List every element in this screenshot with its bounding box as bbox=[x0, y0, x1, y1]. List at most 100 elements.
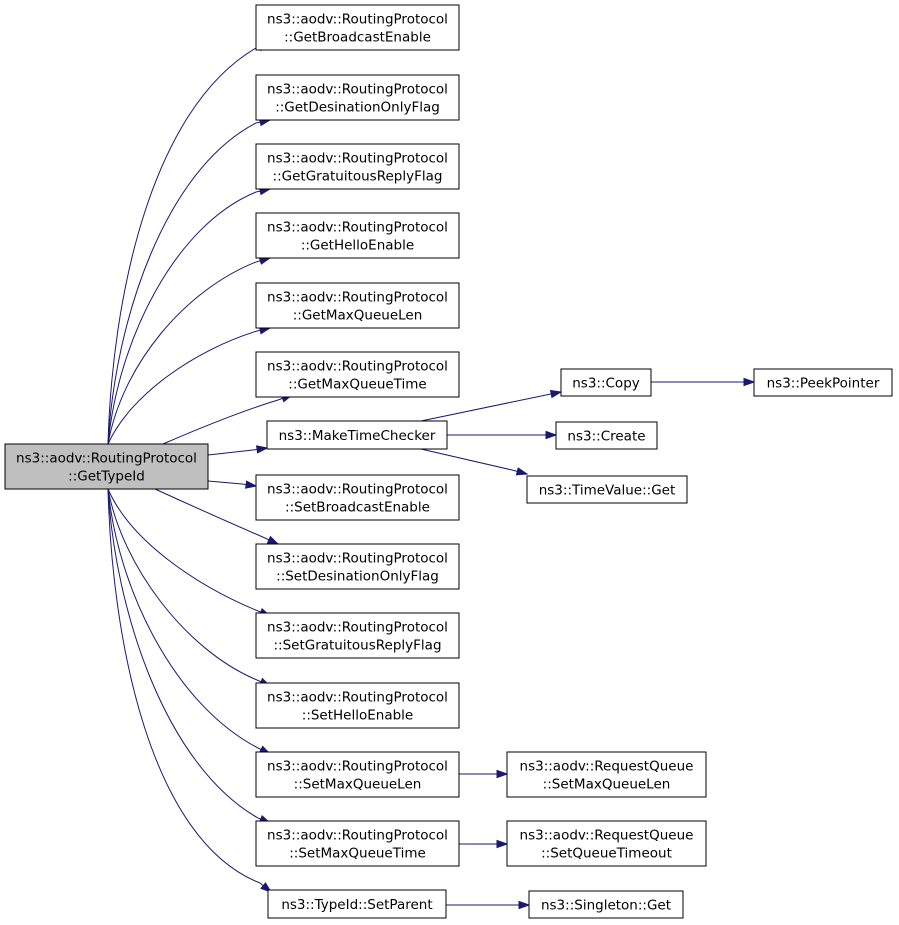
node-box bbox=[267, 889, 447, 919]
edge-root-to-n13 bbox=[107, 488, 272, 824]
edge-line bbox=[107, 47, 257, 445]
node-label: ns3::aodv::RoutingProtocol bbox=[267, 290, 448, 306]
function-node[interactable]: ns3::aodv::RoutingProtocol::SetHelloEnab… bbox=[255, 682, 460, 729]
edge-root-to-n10 bbox=[107, 488, 272, 617]
node-box bbox=[255, 212, 460, 259]
function-node[interactable]: ns3::aodv::RoutingProtocol::GetHelloEnab… bbox=[255, 212, 460, 259]
node-label: ns3::TimeValue::Get bbox=[539, 483, 676, 499]
node-label: ns3::aodv::RoutingProtocol bbox=[267, 551, 448, 567]
function-node[interactable]: ns3::aodv::RoutingProtocol::SetBroadcast… bbox=[255, 474, 460, 521]
node-box bbox=[528, 890, 684, 919]
function-node[interactable]: ns3::MakeTimeChecker bbox=[266, 420, 448, 450]
function-node[interactable]: ns3::aodv::RoutingProtocol::GetBroadcast… bbox=[255, 4, 460, 51]
node-box bbox=[506, 820, 707, 867]
edge-root-to-n4 bbox=[107, 256, 272, 445]
node-label: ::GetMaxQueueTime bbox=[288, 377, 426, 393]
edge-line-tail bbox=[241, 483, 257, 487]
node-label: ns3::aodv::RoutingProtocol bbox=[267, 12, 448, 28]
function-node[interactable]: ns3::aodv::RoutingProtocol::GetMaxQueueL… bbox=[255, 282, 460, 329]
node-label: ns3::aodv::RoutingProtocol bbox=[267, 220, 448, 236]
node-box bbox=[4, 443, 209, 490]
edge-root-to-n2 bbox=[107, 118, 272, 445]
node-box bbox=[506, 751, 707, 798]
node-label: ::SetMaxQueueTime bbox=[289, 846, 426, 862]
function-node[interactable]: ns3::aodv::RequestQueue::SetMaxQueueLen bbox=[506, 751, 707, 798]
edge-line bbox=[107, 488, 258, 681]
edge-line bbox=[107, 122, 257, 445]
edge-root-to-n1 bbox=[107, 43, 272, 445]
node-label: ::SetMaxQueueLen bbox=[543, 777, 671, 793]
function-node[interactable]: ns3::aodv::RoutingProtocol::GetMaxQueueT… bbox=[255, 351, 460, 398]
function-node[interactable]: ns3::aodv::RoutingProtocol::GetDesinatio… bbox=[255, 74, 460, 121]
function-node[interactable]: ns3::aodv::RoutingProtocol::SetMaxQueueL… bbox=[255, 751, 460, 798]
function-node[interactable]: ns3::PeekPointer bbox=[753, 368, 893, 397]
edge-line bbox=[420, 394, 547, 422]
node-label: ns3::Create bbox=[567, 429, 645, 445]
node-label: ns3::PeekPointer bbox=[767, 376, 880, 392]
edge-root-to-n8 bbox=[207, 480, 258, 489]
edge-line-tail bbox=[252, 447, 268, 451]
edge-line bbox=[107, 488, 259, 749]
edge-line bbox=[420, 448, 513, 471]
node-box bbox=[560, 368, 652, 397]
function-node[interactable]: ns3::Copy bbox=[560, 368, 652, 397]
node-box bbox=[255, 74, 460, 121]
node-label: ::SetQueueTimeout bbox=[541, 846, 672, 862]
edge-line bbox=[162, 399, 279, 445]
function-node[interactable]: ns3::aodv::RoutingProtocol::GetGratuitou… bbox=[255, 143, 460, 190]
node-box bbox=[255, 474, 460, 521]
node-box bbox=[255, 282, 460, 329]
node-label: ::SetMaxQueueLen bbox=[294, 777, 422, 793]
edge-line-tail bbox=[511, 469, 528, 475]
edge-line-tail bbox=[545, 391, 562, 396]
edge-n7-to-n18 bbox=[420, 448, 529, 476]
node-label: ns3::aodv::RoutingProtocol bbox=[267, 828, 448, 844]
edge-root-to-n11 bbox=[107, 488, 272, 687]
node-label: ::GetTypeId bbox=[68, 469, 145, 485]
node-box bbox=[526, 475, 688, 504]
root-node: ns3::aodv::RoutingProtocol::GetTypeId bbox=[4, 443, 209, 490]
edge-root-to-n7 bbox=[207, 445, 269, 456]
node-box bbox=[255, 820, 460, 867]
edge-n14-to-n21 bbox=[446, 900, 531, 910]
edge-line bbox=[107, 191, 257, 445]
edge-line-tail bbox=[255, 257, 271, 263]
node-label: ::GetGratuitousReplyFlag bbox=[273, 169, 443, 185]
edge-n15-to-n16 bbox=[651, 377, 756, 387]
function-node[interactable]: ns3::TimeValue::Get bbox=[526, 475, 688, 504]
edge-line-tail bbox=[264, 537, 279, 545]
node-label: ns3::aodv::RequestQueue bbox=[520, 759, 694, 775]
function-node[interactable]: ns3::aodv::RoutingProtocol::SetDesinatio… bbox=[255, 543, 460, 590]
edge-n13-to-n20 bbox=[459, 839, 509, 849]
node-label: ::SetHelloEnable bbox=[302, 708, 413, 724]
node-label: ns3::aodv::RoutingProtocol bbox=[16, 451, 197, 467]
function-node[interactable]: ns3::aodv::RequestQueue::SetQueueTimeout bbox=[506, 820, 707, 867]
node-label: ns3::aodv::RoutingProtocol bbox=[267, 482, 448, 498]
node-box bbox=[255, 612, 460, 659]
function-node[interactable]: ns3::aodv::RoutingProtocol::SetGratuitou… bbox=[255, 612, 460, 659]
edge-root-to-n12 bbox=[107, 488, 272, 755]
node-label: ns3::Singleton::Get bbox=[541, 898, 671, 914]
edge-n12-to-n19 bbox=[459, 769, 509, 779]
edge-root-to-n3 bbox=[107, 187, 272, 445]
function-node[interactable]: ns3::aodv::RoutingProtocol::SetMaxQueueT… bbox=[255, 820, 460, 867]
node-label: ::SetDesinationOnlyFlag bbox=[276, 569, 439, 585]
node-box bbox=[255, 351, 460, 398]
edges bbox=[107, 43, 756, 910]
node-box bbox=[753, 368, 893, 397]
edge-n7-to-n17 bbox=[447, 430, 558, 440]
edge-line bbox=[154, 488, 266, 539]
node-label: ::SetGratuitousReplyFlag bbox=[273, 638, 441, 654]
function-node[interactable]: ns3::Singleton::Get bbox=[528, 890, 684, 919]
function-node[interactable]: ns3::Create bbox=[555, 421, 658, 450]
node-box bbox=[255, 682, 460, 729]
edge-line bbox=[107, 488, 259, 612]
function-node[interactable]: ns3::TypeId::SetParent bbox=[267, 889, 447, 919]
node-label: ns3::aodv::RoutingProtocol bbox=[267, 359, 448, 375]
edge-line bbox=[107, 488, 261, 884]
node-box bbox=[255, 543, 460, 590]
node-label: ns3::MakeTimeChecker bbox=[279, 428, 436, 444]
node-label: ::GetMaxQueueLen bbox=[293, 308, 423, 324]
node-label: ::GetBroadcastEnable bbox=[284, 30, 431, 46]
